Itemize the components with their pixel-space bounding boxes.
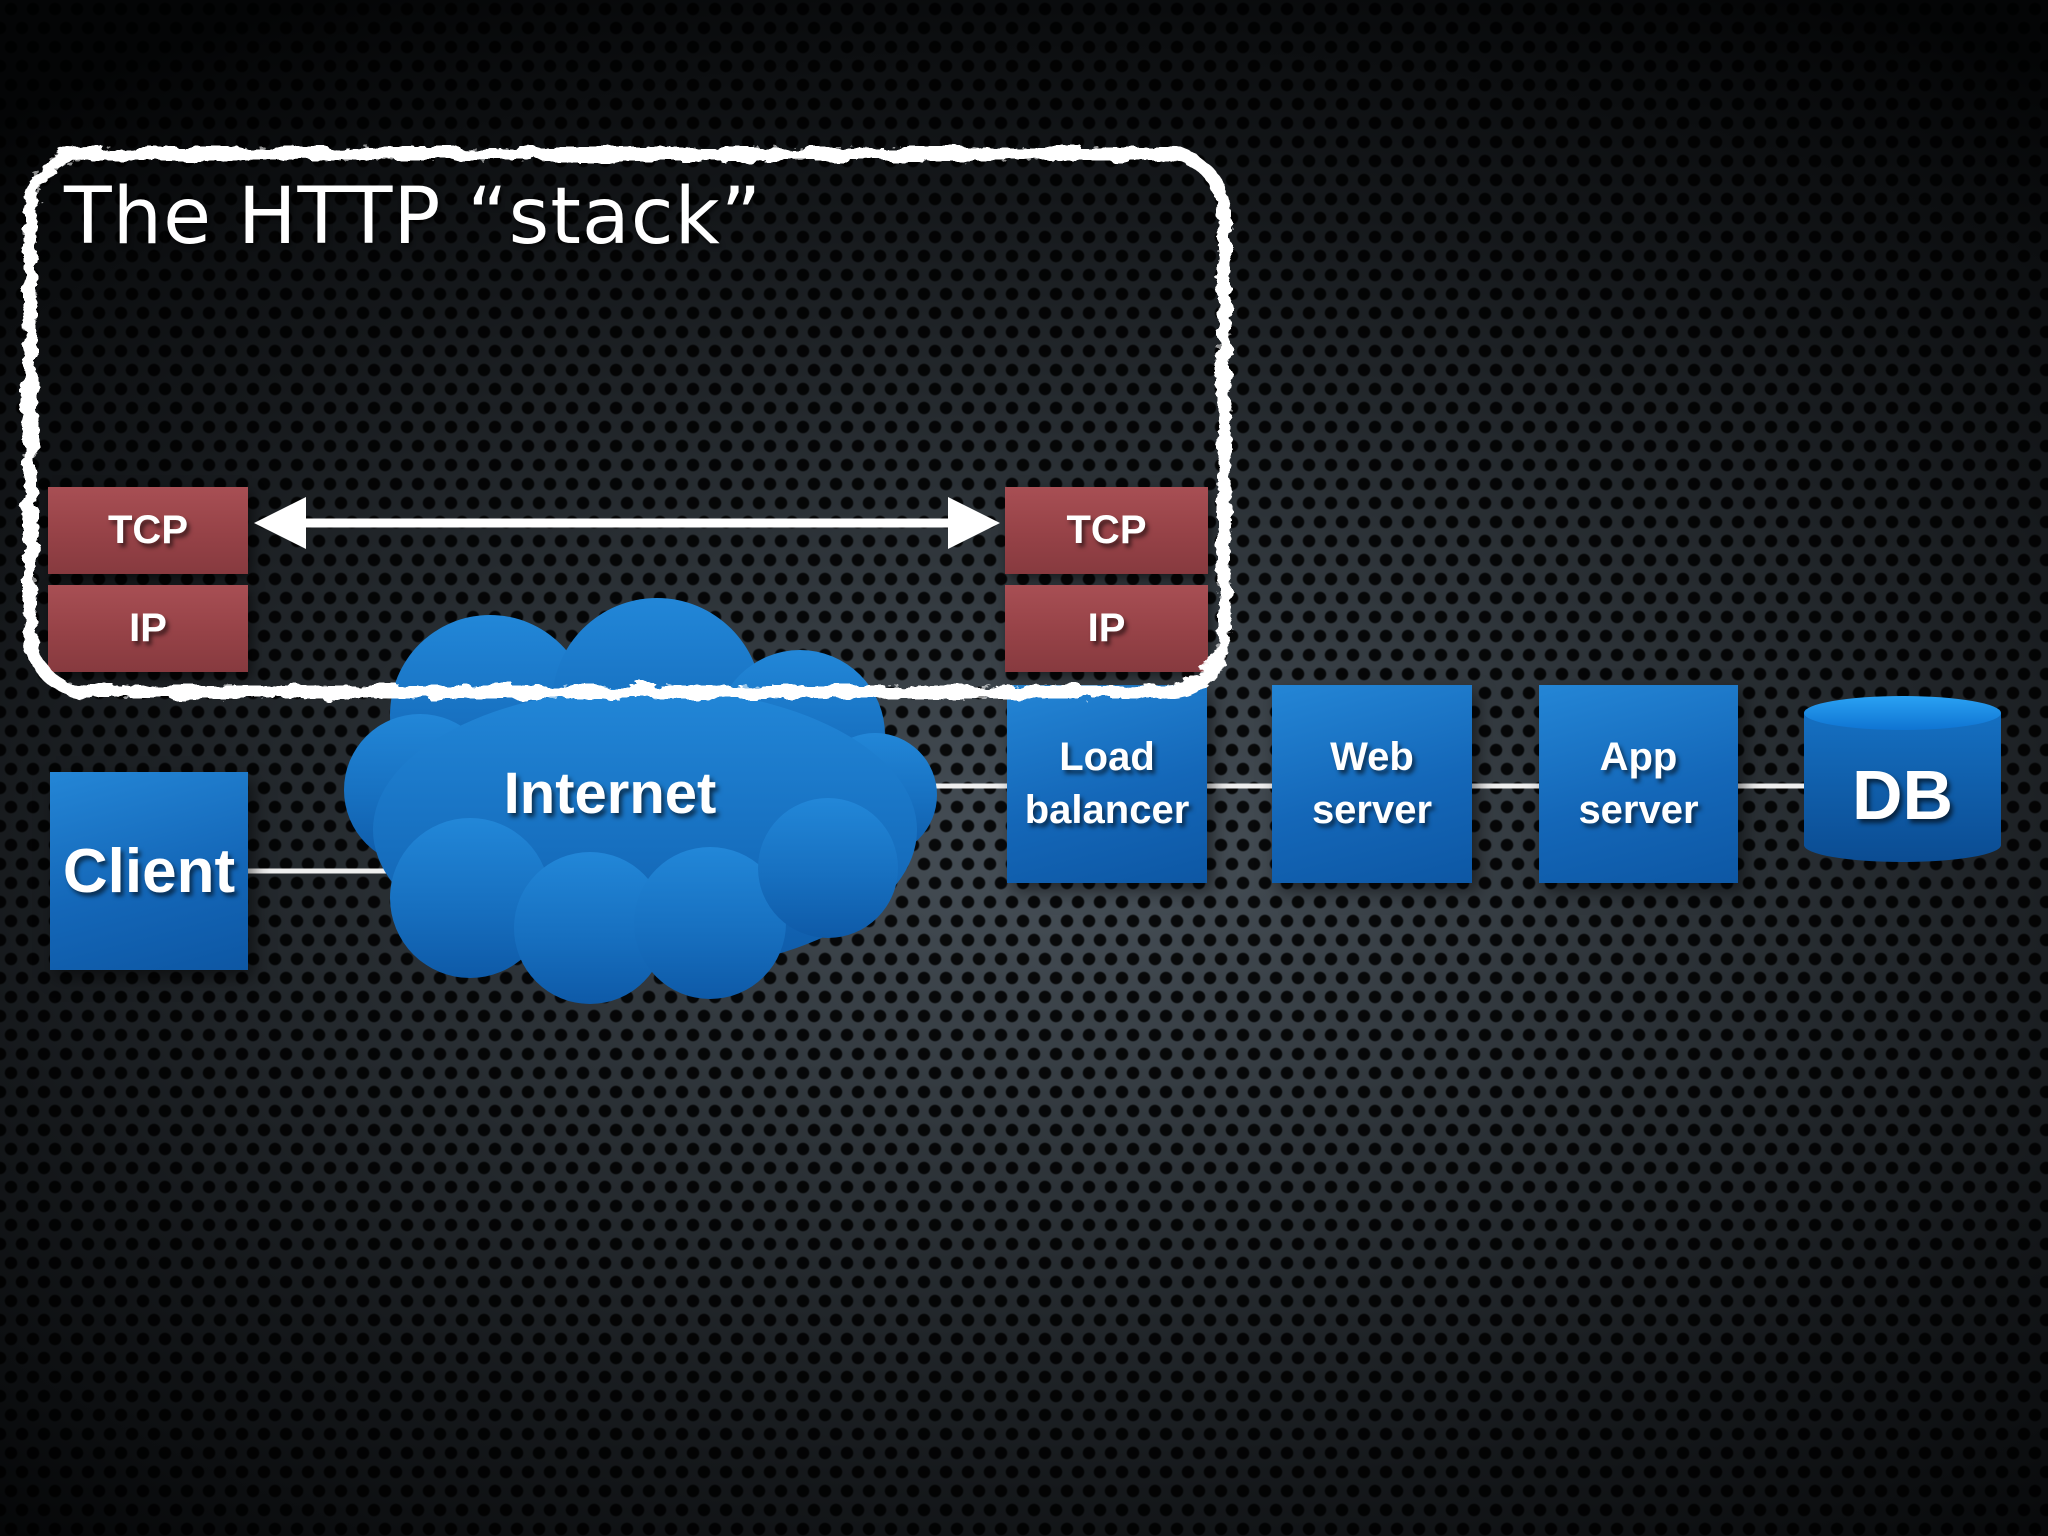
- internet-label: Internet: [503, 760, 717, 826]
- client-tcp-box: TCP: [48, 487, 248, 574]
- client-ip-box: IP: [48, 585, 248, 672]
- app-server-label: App server: [1578, 735, 1699, 832]
- app-server-node: App server: [1539, 685, 1738, 883]
- server-tcp-box: TCP: [1005, 487, 1208, 574]
- slide-title: The HTTP “stack”: [64, 172, 763, 262]
- load-balancer-node: Load balancer: [1007, 685, 1207, 883]
- load-balancer-label: Load balancer: [1024, 735, 1190, 832]
- client-node: Client: [50, 772, 248, 970]
- web-server-node: Web server: [1272, 685, 1472, 883]
- tcp-bidirectional-arrow-icon: [254, 497, 1000, 549]
- client-tcp-label: TCP: [108, 508, 188, 552]
- client-label: Client: [62, 836, 236, 906]
- web-server-label: Web server: [1311, 735, 1433, 832]
- client-ip-label: IP: [129, 606, 167, 650]
- db-label: DB: [1851, 756, 1954, 834]
- server-ip-box: IP: [1005, 585, 1208, 672]
- server-ip-label: IP: [1087, 606, 1126, 650]
- server-tcp-label: TCP: [1066, 508, 1147, 552]
